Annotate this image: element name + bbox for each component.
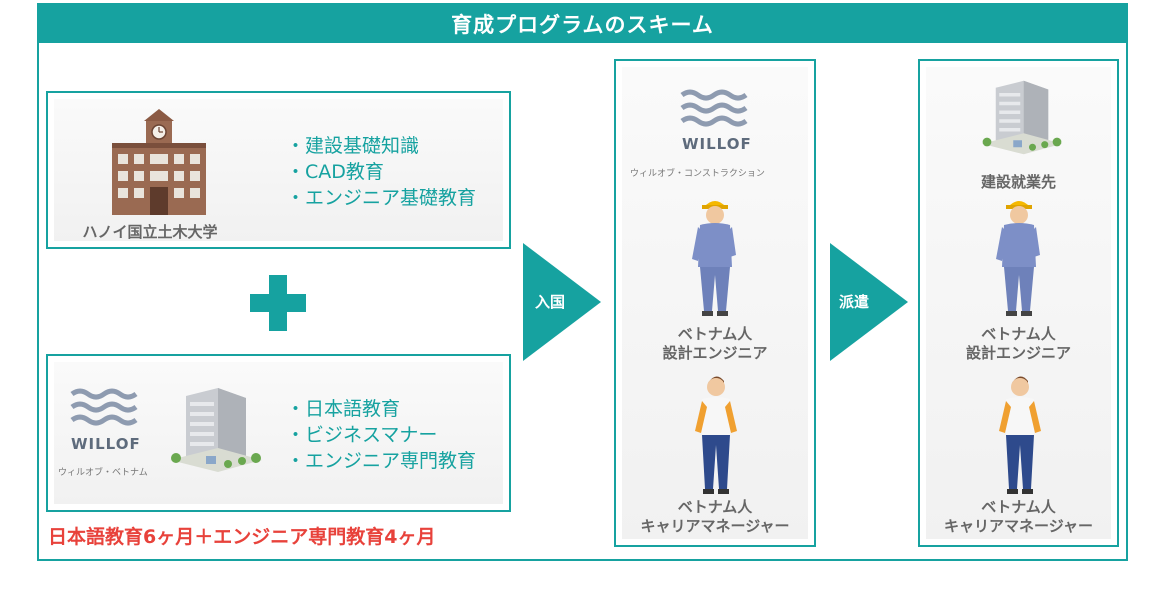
site-label: 建設就業先 — [980, 173, 1056, 191]
engineer-worker-icon — [996, 201, 1040, 316]
engineer-worker-icon — [692, 201, 736, 316]
willof-construction-logo-text: WILLOF — [682, 135, 752, 153]
willof-vietnam-box: WILLOF ウィルオブ・ベトナム ・日本語教育 ・ビジネスマナー ・エンジニア… — [46, 354, 511, 512]
construction-engineer-caption: ベトナム人 設計エンジニア — [662, 325, 768, 362]
site-manager-caption: ベトナム人 キャリアマネージャー — [944, 498, 1093, 535]
university-building-icon — [112, 109, 206, 215]
dispatch-arrow-icon — [830, 243, 908, 361]
office-building-icon — [981, 80, 1063, 155]
entry-arrow-label: 入国 — [535, 293, 566, 311]
vietnam-course-list: ・日本語教育 ・ビジネスマナー ・エンジニア専門教育 — [286, 396, 476, 474]
university-name: ハノイ国立土木大学 — [82, 223, 218, 241]
plus-icon — [250, 275, 306, 331]
willof-wave-logo-icon — [70, 388, 138, 426]
willof-wave-logo-icon — [680, 89, 748, 127]
career-manager-icon — [695, 376, 737, 494]
vietnam-course-item: ・エンジニア専門教育 — [286, 450, 477, 472]
willof-vietnam-logo-sub: ウィルオブ・ベトナム — [58, 468, 148, 478]
entry-arrow-icon — [523, 243, 601, 361]
willof-construction-box: WILLOF ウィルオブ・コンストラクション ベトナム人 設計エンジニア ベトナ… — [614, 59, 816, 547]
construction-manager-caption: ベトナム人 キャリアマネージャー — [640, 498, 790, 535]
site-engineer-caption: ベトナム人 設計エンジニア — [965, 325, 1071, 362]
university-course-item: ・CAD教育 — [286, 161, 384, 183]
university-course-item: ・建設基礎知識 — [286, 135, 420, 157]
program-duration-summary: 日本語教育6ヶ月＋エンジニア専門教育4ヶ月 — [48, 526, 436, 548]
willof-construction-logo-sub: ウィルオブ・コンストラクション — [630, 169, 765, 179]
scheme-title: 育成プログラムのスキーム — [39, 5, 1126, 43]
university-box: ハノイ国立土木大学 ・建設基礎知識 ・CAD教育 ・エンジニア基礎教育 — [46, 91, 511, 249]
vietnam-course-item: ・ビジネスマナー — [286, 424, 438, 446]
career-manager-icon — [999, 376, 1041, 494]
university-course-item: ・エンジニア基礎教育 — [286, 187, 477, 209]
university-course-list: ・建設基礎知識 ・CAD教育 ・エンジニア基礎教育 — [286, 133, 476, 211]
vietnam-course-item: ・日本語教育 — [286, 398, 401, 420]
willof-vietnam-logo-text: WILLOF — [71, 435, 141, 453]
office-building-icon — [170, 388, 262, 472]
dispatch-arrow-label: 派遣 — [839, 293, 870, 311]
construction-site-box: 建設就業先 ベトナム人 設計エンジニア ベトナム人 キャリアマネージャー — [918, 59, 1119, 547]
